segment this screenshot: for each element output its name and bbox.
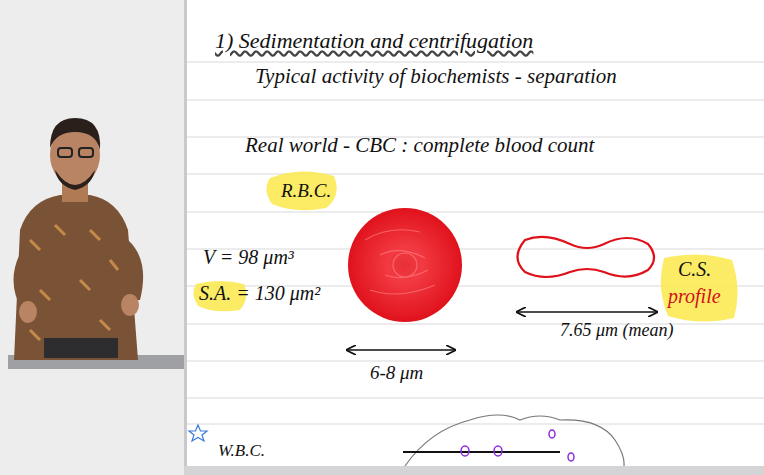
highlight [661, 254, 738, 321]
note-label: W.B.C. [218, 441, 265, 461]
laptop [44, 338, 118, 358]
rbc-disc [348, 208, 462, 322]
page-bottom-bar [184, 466, 764, 475]
highlight [266, 171, 336, 210]
lecturer-figure [14, 118, 144, 360]
wbc-granules [461, 430, 574, 461]
ruled-lines [187, 62, 764, 424]
note-label: profile [668, 285, 721, 308]
note-label: Typical activity of biochemists - separa… [255, 64, 617, 88]
cs-profile-outline [518, 237, 655, 277]
dimension-arrow [517, 311, 657, 313]
note-page [184, 0, 764, 466]
note-label: V = 98 μm³ [203, 246, 294, 269]
note-label: C.S. [678, 258, 711, 281]
note-label: R.B.C. [281, 180, 331, 202]
rbc-shading [365, 230, 435, 294]
note-label: 7.65 μm (mean) [560, 320, 674, 341]
note-label: S.A. = 130 μm² [199, 282, 320, 305]
wbc-line [403, 451, 560, 453]
heading: 1) Sedimentation and centrifugation [215, 28, 533, 53]
wbc-outline [405, 415, 624, 466]
star-icon [189, 425, 207, 441]
dimension-arrow [347, 349, 455, 351]
note-label: 6-8 μm [370, 362, 423, 384]
page-edge [184, 0, 187, 466]
note-label: Real world - CBC : complete blood count [245, 133, 594, 157]
video-background [0, 0, 186, 475]
